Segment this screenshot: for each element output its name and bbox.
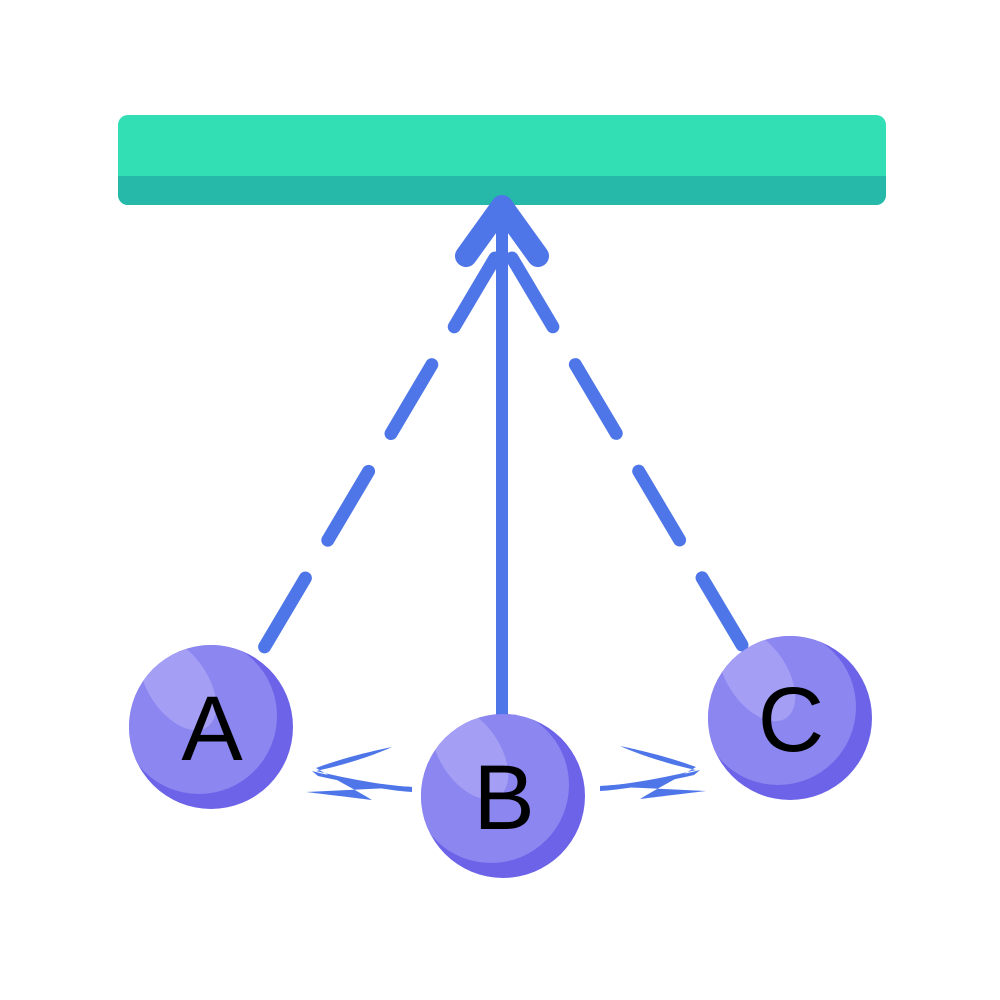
left-arrow-shaft-fill bbox=[312, 771, 412, 792]
pendulum-ball-c: C bbox=[708, 636, 872, 800]
ball-c-label: C bbox=[758, 669, 824, 771]
center-string-up-arrow bbox=[455, 195, 549, 720]
right-motion-arrow bbox=[600, 746, 706, 799]
right-arrow-shaft-fill bbox=[600, 770, 700, 791]
left-dashed-string bbox=[251, 251, 502, 665]
pendulum-ball-b: B bbox=[421, 714, 585, 878]
up-arrow-head-icon bbox=[455, 195, 549, 267]
left-string-dash-path bbox=[251, 251, 502, 665]
left-motion-arrow bbox=[306, 747, 412, 800]
ball-a-label: A bbox=[181, 678, 243, 780]
ball-b-label: B bbox=[473, 747, 534, 849]
ceiling-support-bar bbox=[118, 115, 886, 205]
right-dashed-string bbox=[505, 251, 749, 652]
right-string-dash-path bbox=[505, 251, 749, 652]
pendulum-ball-a: A bbox=[129, 645, 293, 809]
